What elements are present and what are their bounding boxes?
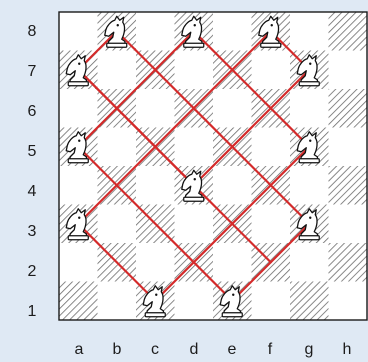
square-d1 xyxy=(175,282,214,321)
square-h2 xyxy=(329,243,368,282)
rank-label-4: 4 xyxy=(22,182,42,202)
rank-label-1: 1 xyxy=(22,302,42,322)
square-h5 xyxy=(329,128,368,167)
file-label-g: g xyxy=(299,340,319,360)
square-h7 xyxy=(329,51,368,90)
square-c6 xyxy=(136,89,175,128)
rank-label-2: 2 xyxy=(22,262,42,282)
rank-label-5: 5 xyxy=(22,142,42,162)
file-label-c: c xyxy=(145,340,165,360)
square-a8 xyxy=(59,12,98,51)
rank-label-3: 3 xyxy=(22,222,42,242)
file-label-a: a xyxy=(69,340,89,360)
square-b5 xyxy=(98,128,137,167)
square-c8 xyxy=(136,12,175,51)
square-g2 xyxy=(290,243,329,282)
file-label-e: e xyxy=(222,340,242,360)
square-f5 xyxy=(252,128,291,167)
square-b7 xyxy=(98,51,137,90)
file-label-h: h xyxy=(337,340,357,360)
square-d7 xyxy=(175,51,214,90)
square-h1 xyxy=(329,282,368,321)
square-e8 xyxy=(213,12,252,51)
rank-label-6: 6 xyxy=(22,102,42,122)
square-g8 xyxy=(290,12,329,51)
square-h6 xyxy=(329,89,368,128)
square-h3 xyxy=(329,205,368,244)
file-label-f: f xyxy=(260,340,280,360)
file-label-d: d xyxy=(184,340,204,360)
square-a6 xyxy=(59,89,98,128)
square-c2 xyxy=(136,243,175,282)
square-b1 xyxy=(98,282,137,321)
square-a1 xyxy=(59,282,98,321)
file-label-b: b xyxy=(107,340,127,360)
square-b3 xyxy=(98,205,137,244)
square-h4 xyxy=(329,166,368,205)
rank-label-8: 8 xyxy=(22,22,42,42)
square-e4 xyxy=(213,166,252,205)
square-g4 xyxy=(290,166,329,205)
rank-label-7: 7 xyxy=(22,62,42,82)
square-g1 xyxy=(290,282,329,321)
square-f3 xyxy=(252,205,291,244)
square-a2 xyxy=(59,243,98,282)
square-c4 xyxy=(136,166,175,205)
square-e6 xyxy=(213,89,252,128)
square-g6 xyxy=(290,89,329,128)
square-e2 xyxy=(213,243,252,282)
square-h8 xyxy=(329,12,368,51)
square-a4 xyxy=(59,166,98,205)
square-d5 xyxy=(175,128,214,167)
square-d3 xyxy=(175,205,214,244)
square-f1 xyxy=(252,282,291,321)
square-f7 xyxy=(252,51,291,90)
